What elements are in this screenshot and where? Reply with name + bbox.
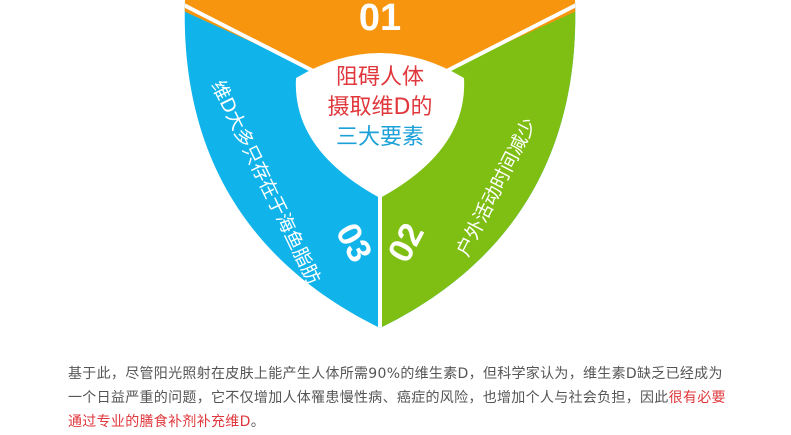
vitamin-d-shield-diagram: 01 02 03 户外活动时间减少 维D大多只存在于海鱼脂肪 阻碍人体 摄取维D… (184, 0, 576, 328)
segment-number-01: 01 (359, 0, 401, 39)
paragraph-end: 。 (250, 414, 265, 430)
center-line-2: 摄取维D的 (328, 95, 433, 120)
paragraph-text: 基于此，尽管阳光照射在皮肤上能产生人体所需90%的维生素D，但科学家认为，维生素… (68, 366, 723, 406)
center-line-3: 三大要素 (336, 125, 424, 150)
center-blob (295, 53, 465, 198)
center-line-1: 阻碍人体 (336, 65, 424, 90)
segment-01-orange (184, 0, 576, 100)
paragraph-highlight: 很有必要通过专业的膳食补剂补充维D (68, 390, 726, 430)
body-paragraph: 基于此，尽管阳光照射在皮肤上能产生人体所需90%的维生素D，但科学家认为，维生素… (68, 362, 728, 434)
